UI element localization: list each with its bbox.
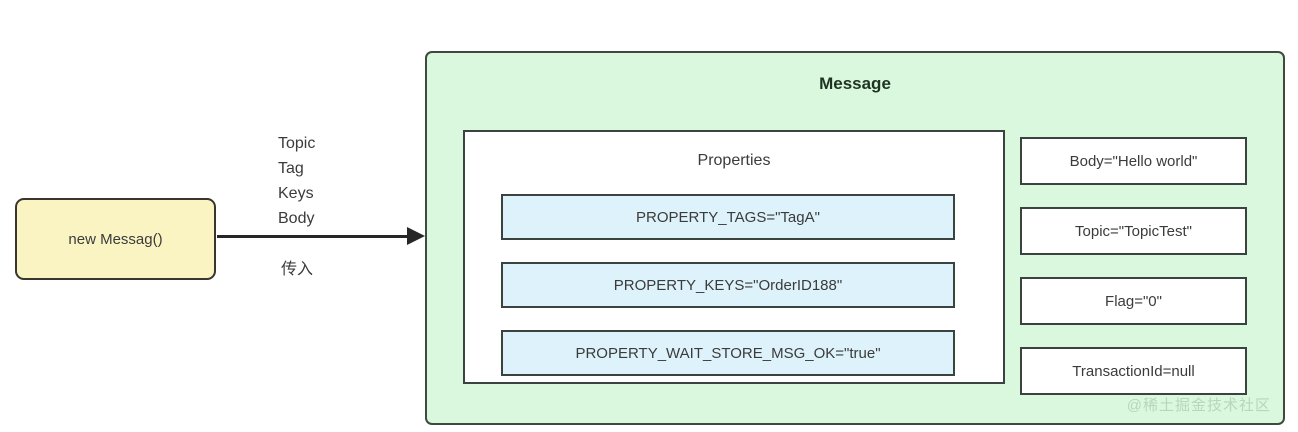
source-node-label: new Messag() xyxy=(68,230,163,248)
field-item: Flag="0" xyxy=(1020,277,1247,325)
field-item: TransactionId=null xyxy=(1020,347,1247,395)
properties-box: Properties PROPERTY_TAGS="TagA" PROPERTY… xyxy=(463,130,1005,384)
message-panel-title: Message xyxy=(819,74,891,93)
arrow-label-top: Topic Tag Keys Body xyxy=(278,135,316,227)
property-item-label: PROPERTY_KEYS="OrderID188" xyxy=(613,276,843,294)
properties-title: Properties xyxy=(697,152,771,169)
watermark: @稀土掘金技术社区 xyxy=(1126,397,1271,414)
field-item-label: Body="Hello world" xyxy=(1069,152,1198,170)
property-item-label: PROPERTY_TAGS="TagA" xyxy=(636,208,820,226)
source-node-new-message: new Messag() xyxy=(15,198,216,280)
property-item: PROPERTY_TAGS="TagA" xyxy=(501,194,955,240)
field-item-label: Topic="TopicTest" xyxy=(1075,222,1192,240)
property-item: PROPERTY_KEYS="OrderID188" xyxy=(501,262,955,308)
property-item-label: PROPERTY_WAIT_STORE_MSG_OK="true" xyxy=(575,344,881,362)
field-item: Topic="TopicTest" xyxy=(1020,207,1247,255)
message-panel: Message Properties PROPERTY_TAGS="TagA" … xyxy=(425,51,1285,425)
arrow-head-icon xyxy=(407,227,425,245)
arrow-label-bottom: 传入 xyxy=(281,261,314,278)
field-item-label: TransactionId=null xyxy=(1072,362,1195,380)
field-item-label: Flag="0" xyxy=(1105,292,1162,310)
arrow-line xyxy=(217,235,411,238)
property-item: PROPERTY_WAIT_STORE_MSG_OK="true" xyxy=(501,330,955,376)
field-item: Body="Hello world" xyxy=(1020,137,1247,185)
